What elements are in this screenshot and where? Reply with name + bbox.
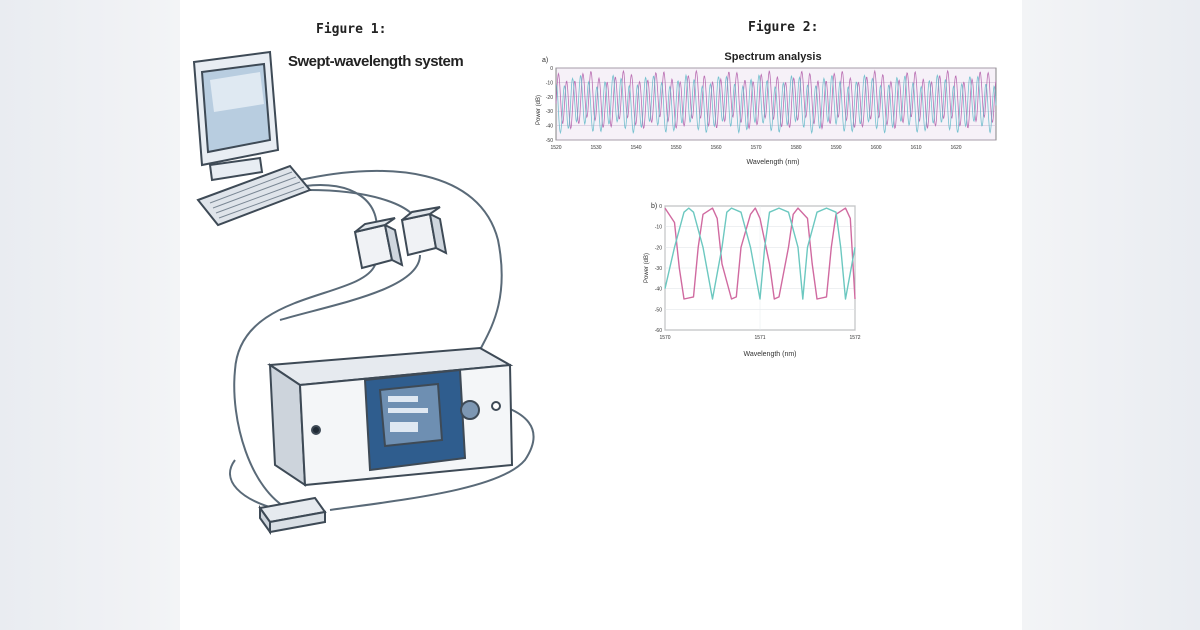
y-tick-label: 0	[550, 66, 553, 72]
swept-laser-instrument	[267, 346, 514, 487]
series-line	[555, 73, 997, 135]
y-tick-label: -10	[546, 80, 553, 86]
y-tick-label: -20	[546, 95, 553, 101]
cable	[279, 254, 421, 321]
y-axis-label: Power (dB)	[644, 253, 650, 283]
chart-title: Spectrum analysis	[724, 51, 821, 63]
x-tick-label: 1570	[659, 335, 670, 341]
x-axis-label: Wavelength (nm)	[746, 159, 799, 166]
right-margin	[1022, 0, 1200, 630]
x-tick-label: 1530	[590, 145, 601, 151]
cable	[299, 169, 503, 351]
y-tick-label: -30	[546, 109, 553, 115]
x-tick-label: 1571	[754, 335, 765, 341]
x-tick-label: 1572	[849, 335, 860, 341]
spectrum-analysis-chart: Spectrum analysis a) Power (dB) Waveleng…	[536, 51, 997, 166]
y-tick-label: -30	[655, 266, 662, 272]
x-tick-label: 1600	[870, 145, 881, 151]
power-supply-box	[258, 496, 327, 536]
left-margin	[0, 0, 180, 630]
keyboard	[196, 164, 312, 227]
x-tick-label: 1550	[670, 145, 681, 151]
y-tick-label: -60	[655, 328, 662, 334]
panel-label: b)	[651, 203, 657, 210]
y-tick-label: -50	[546, 138, 553, 144]
computer-monitor	[192, 50, 280, 182]
y-tick-label: -40	[655, 287, 662, 293]
series-line	[664, 207, 856, 300]
cable	[329, 399, 535, 511]
x-tick-label: 1560	[710, 145, 721, 151]
cable	[229, 459, 281, 511]
x-tick-label: 1610	[910, 145, 921, 151]
x-axis-label: Wavelength (nm)	[743, 351, 796, 358]
y-tick-label: -50	[655, 307, 662, 313]
x-tick-label: 1540	[630, 145, 641, 151]
figure2-label: Figure 2:	[748, 20, 819, 35]
swept-wavelength-illustration	[192, 50, 535, 536]
detector-box	[353, 217, 404, 270]
zoomed-spectrum-chart: b) Power (dB) Wavelength (nm) 0 -10 -20 -30…	[644, 203, 861, 358]
x-tick-label: 1520	[550, 145, 561, 151]
figure1-title: Swept-wavelength system	[288, 53, 464, 70]
figure1-label: Figure 1:	[316, 22, 387, 37]
x-tick-label: 1590	[830, 145, 841, 151]
y-axis-label: Power (dB)	[536, 95, 542, 125]
detector-box	[400, 206, 448, 257]
y-tick-label: -10	[655, 225, 662, 231]
y-tick-label: -40	[546, 124, 553, 130]
y-tick-label: -20	[655, 245, 662, 251]
y-tick-label: 0	[659, 204, 662, 210]
series-line	[664, 207, 856, 300]
x-tick-label: 1620	[950, 145, 961, 151]
cable	[233, 264, 376, 511]
figure-canvas: Figure 1: Swept-wavelength system	[180, 0, 1022, 630]
x-tick-label: 1570	[750, 145, 761, 151]
x-tick-label: 1580	[790, 145, 801, 151]
panel-label: a)	[542, 57, 548, 64]
